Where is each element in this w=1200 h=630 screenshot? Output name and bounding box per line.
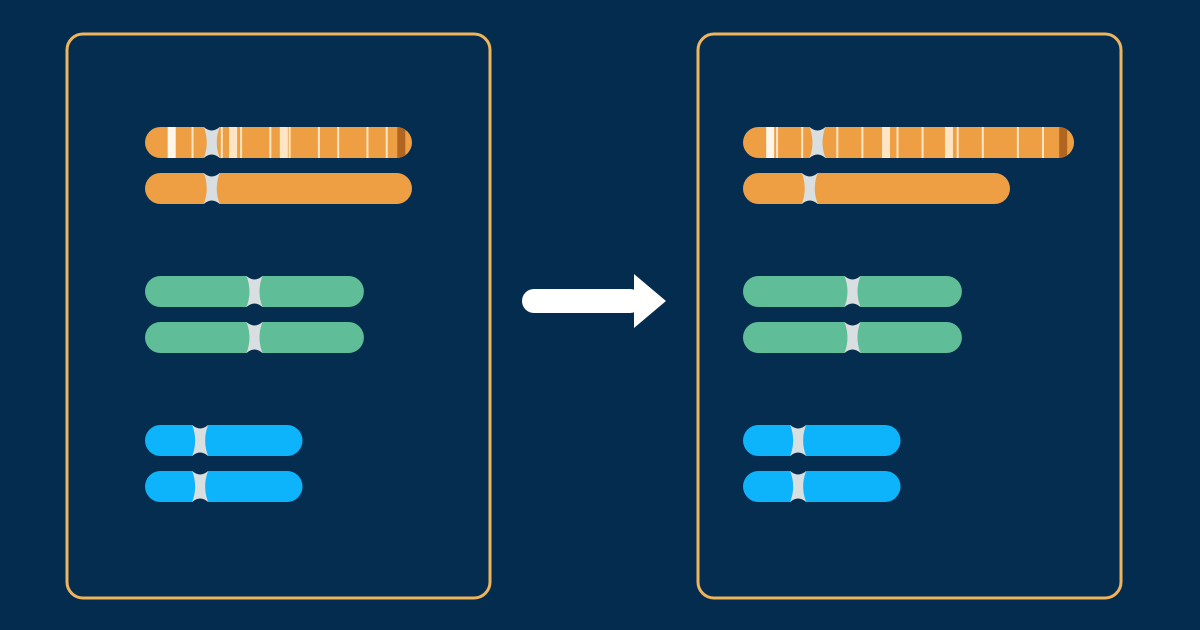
blue-chromosome-2 xyxy=(145,471,303,502)
centromere xyxy=(246,276,263,307)
centromere-notch-bottom xyxy=(800,200,819,204)
chromosome-arm xyxy=(743,173,1010,204)
chromosome-band-line xyxy=(385,127,388,158)
green-chromosome-1 xyxy=(145,276,364,307)
centromere-notch-top xyxy=(191,471,210,475)
chromosome-band-line xyxy=(288,127,291,158)
centromere-notch-bottom xyxy=(789,452,808,456)
panel-before-chromosomes xyxy=(145,127,412,502)
centromere xyxy=(801,173,818,204)
chromosome-band-line xyxy=(191,127,194,158)
chromosome-band-line xyxy=(366,127,369,158)
chromosome-band-line xyxy=(896,127,899,158)
centromere-notch-top xyxy=(808,127,827,131)
chromosome-arm xyxy=(145,425,303,456)
chromosome-band xyxy=(1059,127,1068,158)
centromere xyxy=(203,173,220,204)
centromere-notch-bottom xyxy=(191,498,210,502)
arrow-right-icon xyxy=(522,274,666,328)
chromosome-band-line xyxy=(801,127,804,158)
chromosome-band xyxy=(397,127,406,158)
blue-chromosome-1 xyxy=(145,425,303,456)
centromere-notch-top xyxy=(789,471,808,475)
centromere xyxy=(203,127,220,158)
chromosome-band-line xyxy=(240,127,243,158)
chromosome-arm xyxy=(145,127,412,158)
green-chromosome-1 xyxy=(743,276,962,307)
centromere xyxy=(192,425,209,456)
centromere-notch-top xyxy=(245,276,264,280)
chromosome-band-line xyxy=(1041,127,1044,158)
chromosome-band-line xyxy=(269,127,272,158)
centromere-notch-bottom xyxy=(245,303,264,307)
orange-chromosome-1 xyxy=(145,127,412,158)
orange-chromosome-1 xyxy=(743,127,1075,158)
chromosome-band xyxy=(766,127,775,158)
centromere xyxy=(246,322,263,353)
chromosome-band-line xyxy=(337,127,340,158)
centromere-notch-bottom xyxy=(843,349,862,353)
centromere-notch-bottom xyxy=(202,200,221,204)
centromere xyxy=(844,322,861,353)
chromosome-band-line xyxy=(861,127,864,158)
panel-after xyxy=(696,32,1123,600)
panel-after-frame xyxy=(696,32,1123,600)
centromere xyxy=(809,127,826,158)
orange-chromosome-2 xyxy=(743,173,1010,204)
centromere-notch-bottom xyxy=(789,498,808,502)
chromosome-band xyxy=(279,127,288,158)
chromosome-band xyxy=(882,127,891,158)
chromosome-band xyxy=(944,127,953,158)
centromere-notch-top xyxy=(245,322,264,326)
chromosome-band-line xyxy=(921,127,924,158)
chromosome-band-line xyxy=(220,127,223,158)
panel-before-frame xyxy=(65,32,492,600)
green-chromosome-2 xyxy=(743,322,962,353)
chromosome-band xyxy=(229,127,238,158)
centromere-notch-top xyxy=(202,127,221,131)
centromere-notch-top xyxy=(202,173,221,177)
panel-after-chromosomes xyxy=(743,127,1075,502)
centromere xyxy=(844,276,861,307)
centromere xyxy=(790,425,807,456)
centromere-notch-top xyxy=(191,425,210,429)
centromere-notch-top xyxy=(843,322,862,326)
centromere-notch-top xyxy=(789,425,808,429)
panel-before xyxy=(65,32,492,600)
chromosome-arm xyxy=(743,471,901,502)
centromere xyxy=(790,471,807,502)
green-chromosome-2 xyxy=(145,322,364,353)
centromere-notch-top xyxy=(843,276,862,280)
chromosome-band-line xyxy=(981,127,984,158)
centromere xyxy=(192,471,209,502)
chromosome-band-line xyxy=(317,127,320,158)
chromosome-band-line xyxy=(836,127,839,158)
chromosome-arm xyxy=(743,127,1075,158)
centromere-notch-bottom xyxy=(245,349,264,353)
centromere-notch-bottom xyxy=(843,303,862,307)
blue-chromosome-2 xyxy=(743,471,901,502)
orange-chromosome-2 xyxy=(145,173,412,204)
chromosome-arm xyxy=(145,173,412,204)
centromere-notch-bottom xyxy=(202,154,221,158)
chromosome-arm xyxy=(743,425,901,456)
centromere-notch-bottom xyxy=(808,154,827,158)
blue-chromosome-1 xyxy=(743,425,901,456)
centromere-notch-bottom xyxy=(191,452,210,456)
chromosome-band xyxy=(167,127,176,158)
chromosome-band-line xyxy=(956,127,959,158)
chromosome-band-line xyxy=(776,127,779,158)
chromosome-band-line xyxy=(1016,127,1019,158)
centromere-notch-top xyxy=(800,173,819,177)
chromosome-arm xyxy=(145,471,303,502)
